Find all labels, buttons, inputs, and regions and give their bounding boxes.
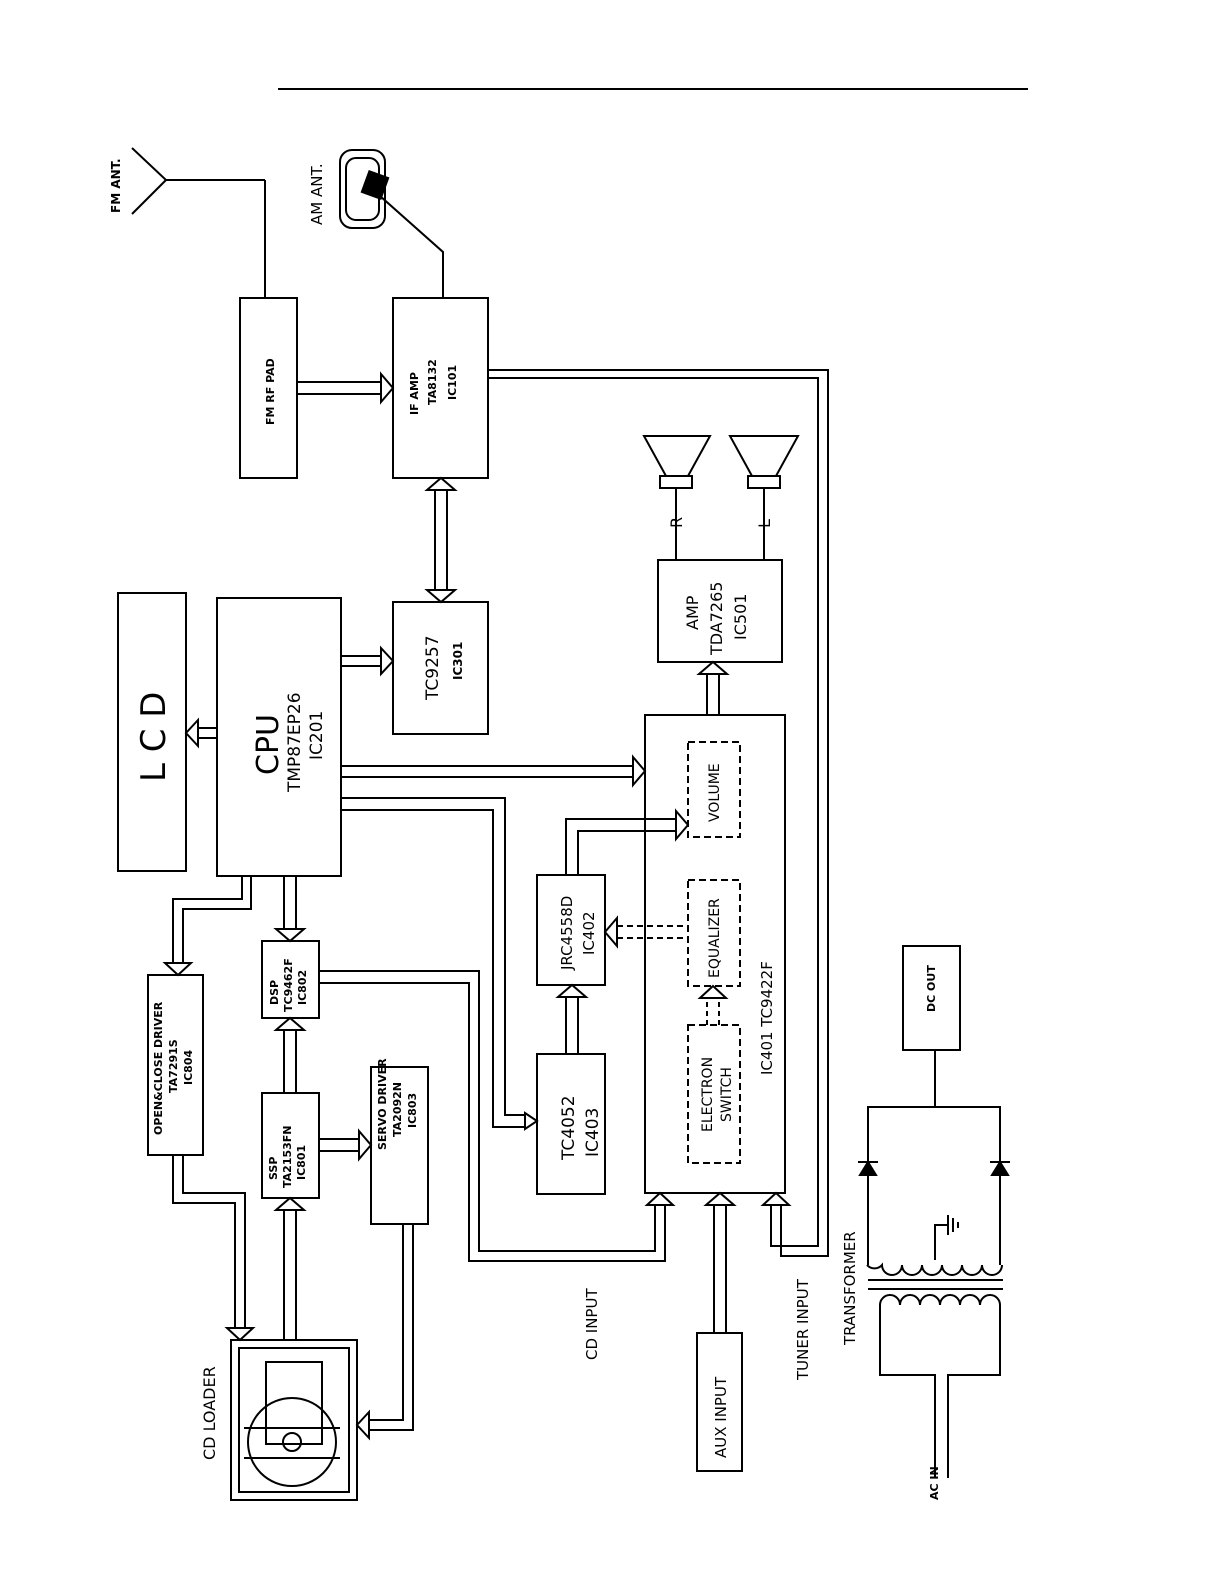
am-antenna-icon (339, 149, 444, 298)
bus-tc9257-if-return (488, 369, 829, 1257)
tc9257-ic: IC301 (451, 642, 465, 680)
bus-tc9422-amp (696, 660, 730, 715)
aux-input-label: AUX INPUT (712, 1376, 730, 1458)
jrc-label: JRC4558D (558, 896, 576, 971)
tc4052-block (536, 1053, 606, 1195)
bus-aux-input (703, 1191, 737, 1333)
bus-tc4052-jrc (555, 983, 589, 1054)
cd-loader-label: CD LOADER (200, 1366, 219, 1460)
diode-left-icon (858, 1160, 878, 1176)
bus-loader-ssp (273, 1196, 307, 1340)
bus-cpu-tc9422 (341, 754, 647, 788)
bus-ssp-servo (319, 1128, 373, 1162)
transformer-label: TRANSFORMER (841, 1231, 859, 1346)
tc4052-ic: IC403 (583, 1108, 603, 1157)
fm-rf-pad-block (239, 297, 298, 479)
am-ant-label: AM ANT. (308, 163, 326, 225)
ssp-part: TA2153FN (281, 1126, 294, 1189)
dc-out-block (902, 945, 961, 1051)
speaker-l-icon (728, 435, 800, 560)
servo-label: SERVO DRIVER (376, 1058, 389, 1150)
fm-antenna-icon (131, 147, 266, 298)
bus-cpu-dsp (273, 876, 307, 943)
cpu-ic: IC201 (307, 711, 327, 760)
lcd-label: L C D (134, 692, 174, 782)
speaker-r-icon (642, 435, 712, 560)
ssp-ic: IC801 (295, 1145, 308, 1180)
amp-label: AMP (683, 595, 702, 630)
bus-fm-rf-to-if (297, 371, 395, 405)
tc9257-label: TC9257 (423, 635, 443, 701)
open-close-ic: IC804 (182, 1050, 195, 1085)
dsp-part: TC9462F (282, 958, 295, 1012)
tc4052-label: TC4052 (559, 1095, 579, 1161)
bus-cpu-tc4052 (341, 797, 539, 1131)
arrow-equalizer-jrc (603, 915, 618, 949)
dsp-label: DSP (268, 980, 281, 1005)
cd-loader-icon (230, 1339, 358, 1501)
volume-label: VOLUME (707, 763, 723, 822)
servo-part: TA2092N (391, 1082, 404, 1137)
bus-servo-loader (355, 1224, 414, 1441)
tuner-input-label: TUNER INPUT (794, 1278, 812, 1381)
bus-cpu-open-close (162, 876, 252, 977)
dc-out-label: DC OUT (925, 965, 938, 1012)
equalizer-block (687, 879, 741, 987)
bus-open-close-loader (172, 1155, 256, 1342)
aux-input-box (696, 1332, 743, 1472)
amp-part: TDA7265 (707, 582, 726, 656)
bus-dsp-cd-input (319, 970, 676, 1262)
open-close-label: OPEN&CLOSE DRIVER (152, 1001, 165, 1135)
open-close-part: TA7291S (167, 1039, 180, 1093)
amp-block (657, 559, 783, 663)
bus-switch-equalizer (706, 998, 720, 1025)
open-close-driver-block (147, 974, 204, 1156)
cpu-label: CPU (251, 714, 286, 775)
jrc-ic: IC402 (580, 911, 598, 955)
diode-right-icon (990, 1160, 1010, 1176)
bus-cpu-lcd (184, 717, 217, 749)
bus-equalizer-jrc (617, 925, 688, 939)
bus-cpu-tc9257 (341, 645, 395, 677)
bus-if-tc9257 (424, 476, 458, 604)
speaker-r-label: R (667, 517, 686, 528)
cd-input-label: CD INPUT (583, 1288, 601, 1360)
servo-ic: IC803 (406, 1093, 419, 1128)
fm-ant-label: FM ANT. (109, 158, 123, 213)
transformer-icon (866, 1050, 1003, 1478)
switch-label: SWITCH (719, 1067, 735, 1122)
if-amp-ic: IC101 (446, 365, 459, 400)
amp-ic: IC501 (731, 594, 750, 640)
bus-ssp-dsp (273, 1016, 307, 1093)
volume-block (687, 741, 741, 838)
arrow-switch-equalizer (697, 984, 729, 999)
fm-rf-pad-label: FM RF PAD (264, 358, 277, 425)
tc9422f-block (644, 714, 786, 1194)
if-amp-label: IF AMP (408, 372, 421, 415)
ssp-label: SSP (267, 1157, 280, 1180)
if-amp-part: TA8132 (426, 359, 439, 405)
electron-label: ELECTRON (700, 1057, 716, 1132)
speaker-l-label: L (755, 519, 774, 528)
electron-switch-block (687, 1024, 741, 1164)
equalizer-label: EQUALIZER (707, 898, 723, 978)
bus-jrc-volume (565, 808, 690, 875)
ac-in-label: AC IN (928, 1466, 941, 1500)
tc9422-label: IC401 TC9422F (758, 961, 776, 1075)
dsp-ic: IC802 (296, 970, 309, 1005)
cpu-part: TMP87EP26 (285, 692, 305, 793)
